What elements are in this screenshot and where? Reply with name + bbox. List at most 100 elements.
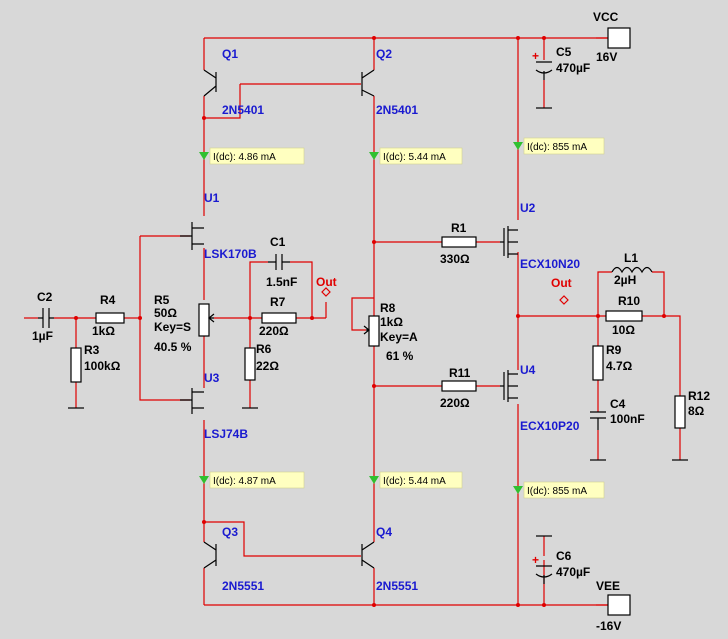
svg-text:VCC: VCC: [593, 10, 619, 24]
svg-text:Q4: Q4: [376, 525, 392, 539]
svg-text:L1: L1: [624, 251, 638, 265]
junctions: [74, 36, 666, 607]
svg-text:2µH: 2µH: [614, 273, 636, 287]
probe-q4: I(dc): 5.44 mA: [369, 471, 463, 489]
svg-text:Q3: Q3: [222, 525, 238, 539]
svg-text:U2: U2: [520, 201, 536, 215]
svg-text:R9: R9: [606, 343, 622, 357]
vcc-connector: VCC 16V: [593, 10, 631, 64]
svg-text:1.5nF: 1.5nF: [266, 275, 297, 289]
svg-text:Q1: Q1: [222, 47, 238, 61]
svg-text:4.7Ω: 4.7Ω: [606, 359, 633, 373]
svg-text:40.5 %: 40.5 %: [154, 340, 192, 354]
jfet-u1: U1 LSK170B: [180, 191, 257, 261]
svg-text:ECX10N20: ECX10N20: [520, 257, 580, 271]
mosfet-u4: U4 ECX10P20: [500, 363, 580, 433]
svg-text:U4: U4: [520, 363, 536, 377]
svg-text:8Ω: 8Ω: [688, 404, 705, 418]
svg-text:C5: C5: [556, 45, 572, 59]
svg-text:R7: R7: [270, 295, 286, 309]
svg-text:Out: Out: [316, 275, 337, 289]
resistor-r10: R10 10Ω: [605, 294, 643, 337]
resistor-r3: R3 100kΩ: [70, 343, 121, 383]
svg-text:I(dc): 4.86 mA: I(dc): 4.86 mA: [213, 152, 276, 163]
svg-text:U3: U3: [204, 371, 220, 385]
svg-text:100nF: 100nF: [610, 412, 645, 426]
svg-text:+: +: [532, 49, 539, 63]
svg-text:2N5401: 2N5401: [222, 103, 264, 117]
svg-text:16V: 16V: [596, 50, 617, 64]
transistor-q1: Q1 2N5401: [203, 47, 264, 117]
resistor-r9: R9 4.7Ω: [592, 343, 633, 381]
resistor-r4: R4 1kΩ: [92, 293, 125, 338]
potentiometer-r5: R5 50Ω Key=S 40.5 %: [154, 293, 215, 354]
svg-text:C2: C2: [37, 290, 53, 304]
resistor-r7: R7 220Ω: [259, 295, 297, 338]
svg-text:I(dc): 5.44 mA: I(dc): 5.44 mA: [383, 152, 446, 163]
probe-q2: I(dc): 5.44 mA: [369, 147, 463, 165]
svg-text:R12: R12: [688, 389, 710, 403]
svg-text:61 %: 61 %: [386, 349, 414, 363]
svg-text:470µF: 470µF: [556, 565, 590, 579]
resistor-r1: R1 330Ω: [440, 221, 477, 266]
svg-text:1kΩ: 1kΩ: [92, 324, 115, 338]
svg-text:1kΩ: 1kΩ: [380, 315, 403, 329]
svg-text:Key=A: Key=A: [380, 330, 418, 344]
svg-text:2N5551: 2N5551: [222, 579, 264, 593]
probe-q3: I(dc): 4.87 mA: [199, 471, 305, 489]
svg-text:I(dc): 4.87 mA: I(dc): 4.87 mA: [213, 476, 276, 487]
capacitor-c6: + C6 470µF: [532, 549, 590, 584]
svg-text:I(dc): 5.44 mA: I(dc): 5.44 mA: [383, 476, 446, 487]
svg-text:U1: U1: [204, 191, 220, 205]
out-connector-1: Out: [316, 275, 337, 297]
svg-text:Key=S: Key=S: [154, 320, 191, 334]
potentiometer-r8: R8 1kΩ Key=A 61 %: [363, 301, 418, 363]
svg-text:100kΩ: 100kΩ: [84, 359, 121, 373]
svg-text:C1: C1: [270, 235, 286, 249]
transistor-q4: Q4 2N5551: [361, 525, 418, 593]
svg-text:220Ω: 220Ω: [440, 396, 470, 410]
svg-text:470µF: 470µF: [556, 61, 590, 75]
svg-text:C4: C4: [610, 397, 626, 411]
capacitor-c1: C1 1.5nF: [266, 235, 297, 289]
probe-u2: I(dc): 855 mA: [513, 137, 605, 155]
svg-text:R6: R6: [256, 342, 272, 356]
svg-text:Out: Out: [551, 276, 572, 290]
probe-q1: I(dc): 4.86 mA: [199, 147, 305, 165]
svg-text:R8: R8: [380, 301, 396, 315]
svg-text:I(dc): 855 mA: I(dc): 855 mA: [527, 486, 587, 497]
svg-text:50Ω: 50Ω: [154, 306, 177, 320]
resistor-r12: R12 8Ω: [674, 389, 710, 429]
svg-text:+: +: [532, 553, 539, 567]
jfet-u3: U3 LSJ74B: [180, 371, 248, 441]
svg-text:R4: R4: [100, 293, 116, 307]
svg-text:330Ω: 330Ω: [440, 252, 470, 266]
capacitor-c4: C4 100nF: [590, 397, 645, 430]
svg-text:Q2: Q2: [376, 47, 392, 61]
svg-text:2N5401: 2N5401: [376, 103, 418, 117]
svg-text:2N5551: 2N5551: [376, 579, 418, 593]
resistor-r11: R11 220Ω: [440, 366, 477, 410]
capacitor-c5: + C5 470µF: [532, 45, 590, 80]
svg-text:VEE: VEE: [596, 579, 620, 593]
svg-text:-16V: -16V: [596, 619, 621, 633]
wires: [24, 37, 681, 606]
svg-text:ECX10P20: ECX10P20: [520, 419, 580, 433]
transistor-q3: Q3 2N5551: [203, 525, 264, 593]
resistor-r6: R6 22Ω: [244, 342, 279, 381]
capacitor-c2: C2 1µF: [32, 290, 54, 343]
svg-text:10Ω: 10Ω: [612, 323, 635, 337]
out-connector-2: Out: [551, 276, 572, 305]
svg-text:1µF: 1µF: [32, 329, 53, 343]
svg-text:220Ω: 220Ω: [259, 324, 289, 338]
transistor-q2: Q2 2N5401: [361, 47, 418, 117]
ground-symbols: [68, 107, 688, 537]
probe-u4: I(dc): 855 mA: [513, 481, 605, 499]
svg-text:R10: R10: [618, 294, 640, 308]
svg-text:R5: R5: [154, 293, 170, 307]
inductor-l1: L1 2µH: [611, 251, 653, 287]
svg-text:LSK170B: LSK170B: [204, 247, 257, 261]
svg-text:R11: R11: [449, 366, 471, 380]
